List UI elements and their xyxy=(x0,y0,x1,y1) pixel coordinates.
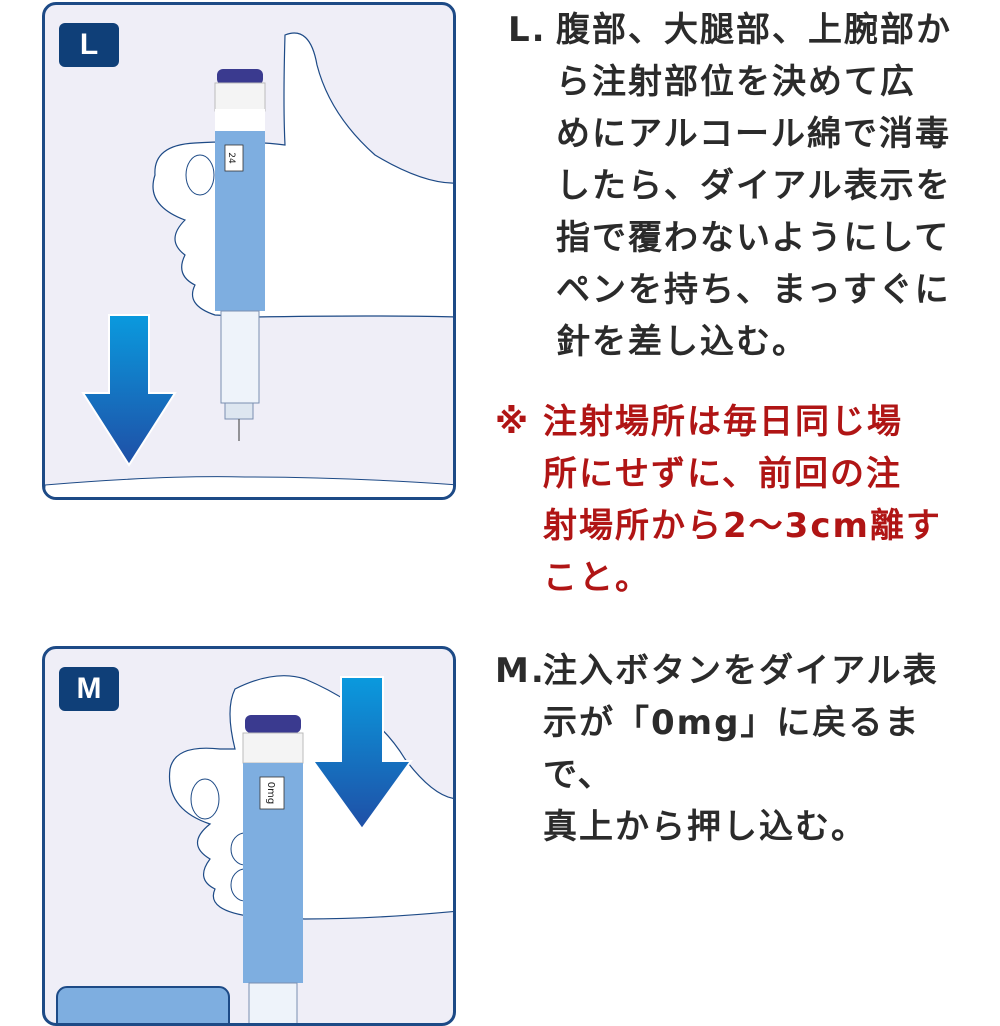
pen-cap xyxy=(245,715,301,733)
step-l-instruction: L. 腹部、大腿部、上腕部か ら注射部位を決めて広 めにアルコール綿で消毒 した… xyxy=(508,4,978,368)
step-l-text: 腹部、大腿部、上腕部か ら注射部位を決めて広 めにアルコール綿で消毒 したら、ダ… xyxy=(556,10,952,362)
svg-text:0mg: 0mg xyxy=(265,782,276,804)
svg-text:24: 24 xyxy=(226,152,236,164)
step-m-marker: M. xyxy=(495,651,546,691)
step-l-warning-note: ※ 注射場所は毎日同じ場 所にせずに、前回の注 射場所から2〜3cm離す こと。 xyxy=(495,396,975,604)
pen-injection-illustration: 24 xyxy=(45,32,453,497)
step-m-text: 注入ボタンをダイアル表 示が「0mg」に戻るまで、 真上から押し込む。 xyxy=(543,651,939,847)
down-arrow-icon xyxy=(311,676,413,831)
note-asterisk-icon: ※ xyxy=(495,402,531,442)
illustration-panel-m: 0mg M xyxy=(42,646,456,1026)
step-badge-l: L xyxy=(59,23,119,67)
inset-detail-box xyxy=(56,986,230,1023)
illustration-panel-l: 24 L xyxy=(42,2,456,500)
step-m-instruction: M. 注入ボタンをダイアル表 示が「0mg」に戻るまで、 真上から押し込む。 xyxy=(495,645,975,853)
step-badge-m: M xyxy=(59,667,119,711)
pen-cap xyxy=(217,69,263,85)
down-arrow-icon xyxy=(81,314,177,467)
note-text: 注射場所は毎日同じ場 所にせずに、前回の注 射場所から2〜3cm離す こと。 xyxy=(543,402,942,598)
step-l-marker: L. xyxy=(508,10,547,50)
pen-press-illustration: 0mg xyxy=(56,675,453,1023)
